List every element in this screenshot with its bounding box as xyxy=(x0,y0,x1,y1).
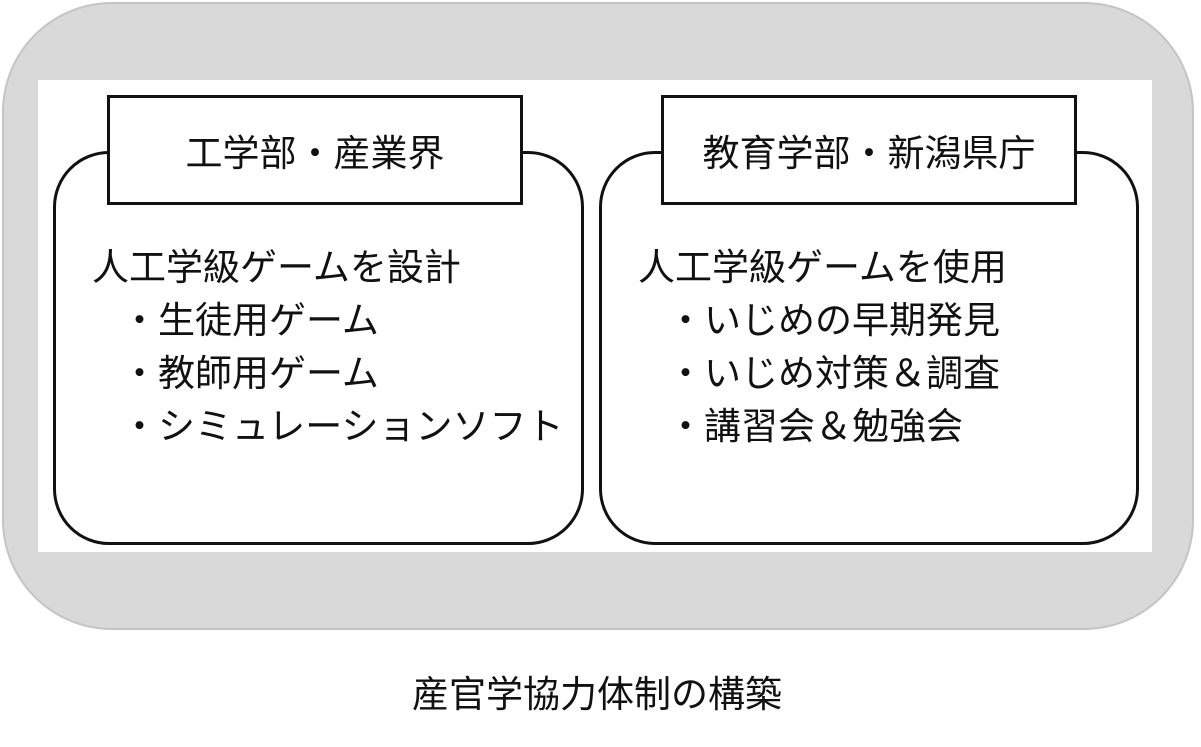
diagram-caption: 産官学協力体制の構築 xyxy=(412,673,782,716)
right-group-header: 教育学部・新潟県庁 xyxy=(661,95,1077,205)
left-group-box xyxy=(53,151,584,545)
right-group-line-3: ・いじめ対策＆調査 xyxy=(667,352,1000,395)
right-group-box xyxy=(599,151,1139,545)
right-group-line-4: ・講習会＆勉強会 xyxy=(667,405,963,448)
right-group-line-1: 人工学級ゲームを使用 xyxy=(638,246,1007,289)
right-group-line-2: ・いじめの早期発見 xyxy=(667,299,1000,342)
left-group-line-3: ・教師用ゲーム xyxy=(121,352,379,395)
left-group-line-4: ・シミュレーションソフト xyxy=(121,405,564,448)
left-group-line-1: 人工学級ゲームを設計 xyxy=(92,246,461,289)
left-group-header: 工学部・産業界 xyxy=(107,95,523,205)
left-group-line-2: ・生徒用ゲーム xyxy=(121,299,379,342)
